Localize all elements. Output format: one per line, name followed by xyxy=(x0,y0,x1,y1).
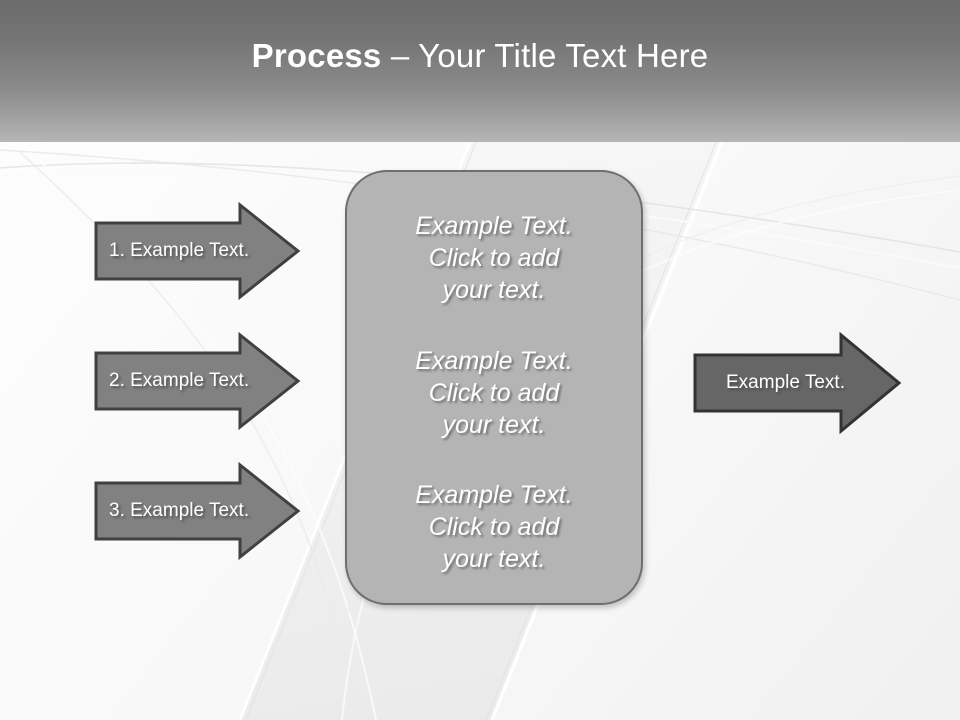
process-arrow-3[interactable]: 3. Example Text. xyxy=(94,461,301,561)
process-arrow-2[interactable]: 2. Example Text. xyxy=(94,331,301,431)
title-band xyxy=(0,0,960,142)
page-title-rest: – Your Title Text Here xyxy=(381,37,709,74)
page-title: Process – Your Title Text Here xyxy=(0,0,960,142)
page-title-bold: Process xyxy=(251,37,382,74)
center-text-block-1: Example Text. Click to add your text. xyxy=(415,212,573,304)
center-text-panel[interactable]: Example Text. Click to add your text. Ex… xyxy=(345,170,643,605)
center-text-block-3: Example Text. Click to add your text. xyxy=(415,481,573,573)
process-arrow-1[interactable]: 1. Example Text. xyxy=(94,201,301,301)
center-text-block-2: Example Text. Click to add your text. xyxy=(415,347,573,439)
process-output-arrow[interactable]: Example Text. xyxy=(693,331,902,435)
